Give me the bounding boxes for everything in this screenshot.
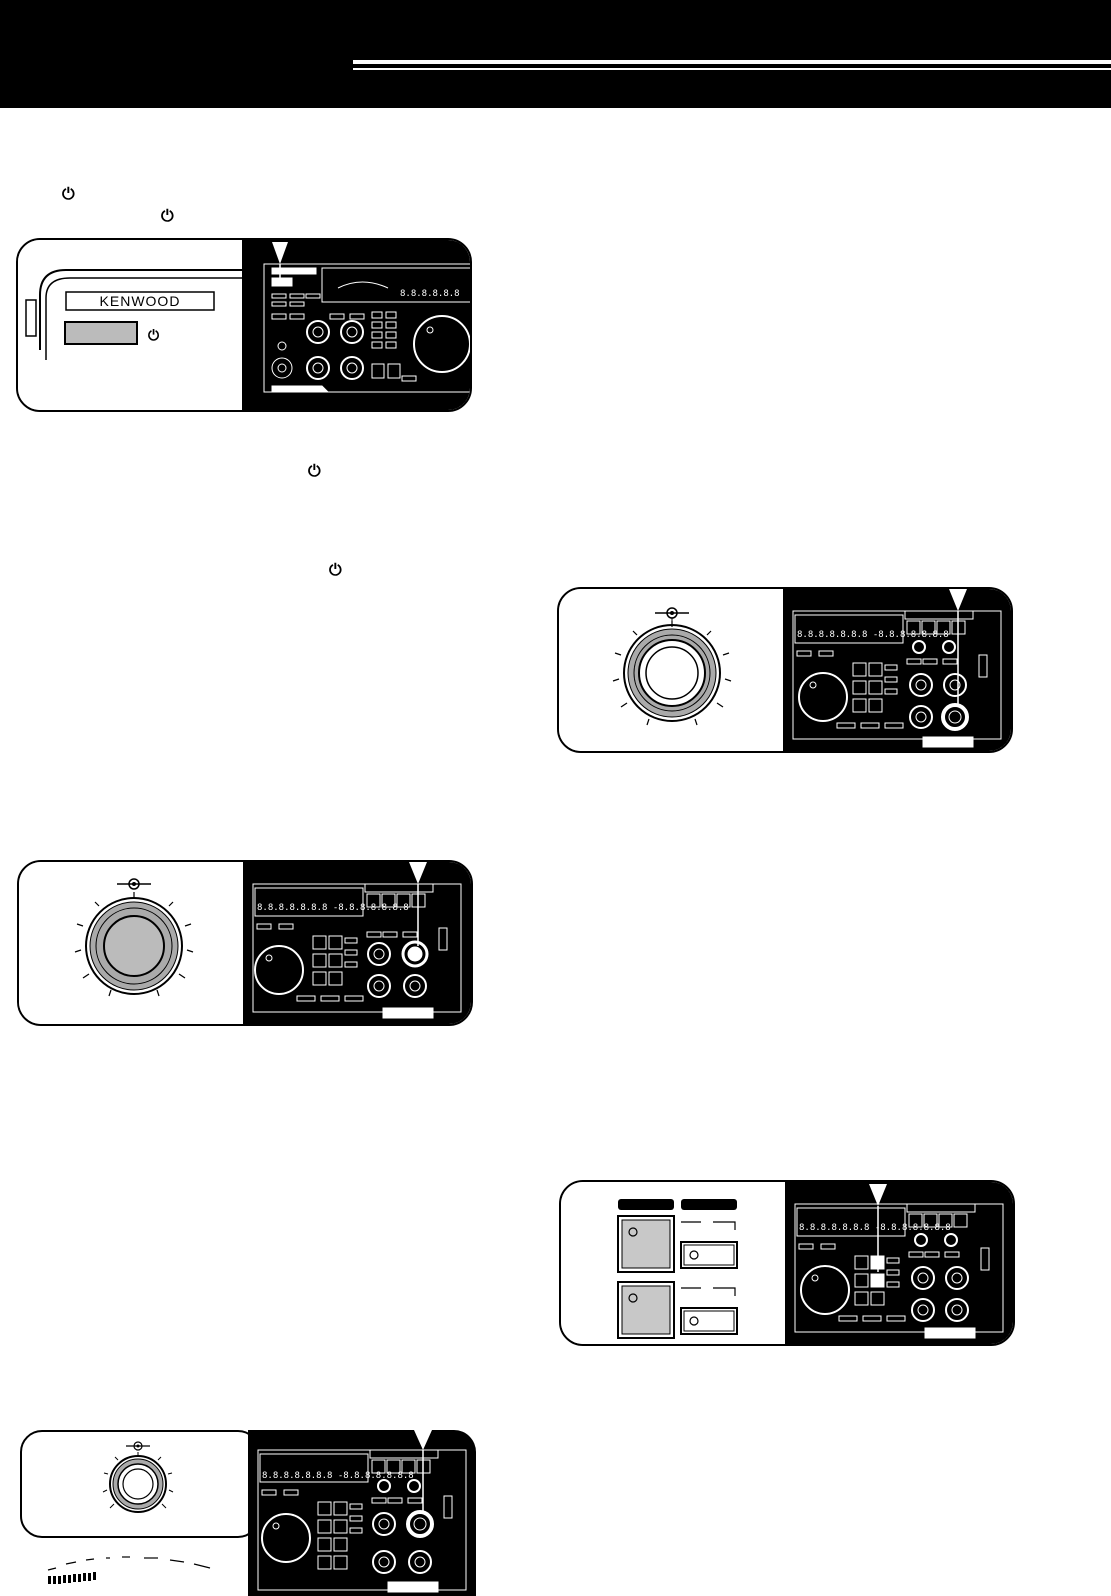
power-symbol-3: ⏻	[308, 461, 321, 480]
power-switch-symbol: ⏻	[148, 328, 159, 344]
header-rule-bottom	[353, 68, 1111, 70]
push-button-icon	[617, 1215, 738, 1339]
svg-text:8.8.8.8.8.8.8 -8.8.8.8.8.8.8: 8.8.8.8.8.8.8 -8.8.8.8.8.8.8	[797, 630, 949, 640]
transceiver-front-panel-3: 8.8.8.8.8.8.8 -8.8.8.8.8.8.8	[243, 862, 471, 1024]
header-rule-top	[353, 60, 1111, 64]
button-tag-left	[618, 1199, 674, 1210]
pointer-triangle-icon	[949, 589, 967, 611]
knob-meter-figure: 8.8.8.8.8.8.8 -8.8.8.8.8.8.8	[20, 1430, 476, 1596]
svg-text:8.8.8.8.8.8: 8.8.8.8.8.8	[400, 289, 460, 299]
led-indicator-icon	[689, 1316, 699, 1326]
knob-closeup-3	[20, 1430, 260, 1538]
s-meter-scale-icon	[47, 1556, 211, 1584]
buttons-figure: 8.8.8.8.8.8.8 -8.8.8.8.8.8.8	[559, 1180, 1015, 1346]
power-symbol-1: ⏻	[62, 184, 75, 203]
power-symbol-2: ⏻	[161, 206, 174, 225]
transceiver-front-panel-icon: 8.8.8.8.8.8.8 -8.8.8.8.8.8.8	[794, 1184, 1004, 1339]
page-header-band	[0, 0, 1111, 108]
knob-figure-2: 8.8.8.8.8.8.8 -8.8.8.8.8.8.8	[557, 587, 1013, 753]
rotary-knob-icon	[74, 878, 194, 997]
pointer-triangle-icon	[414, 1430, 432, 1450]
rotary-knob-icon	[612, 607, 732, 726]
knob-closeup-2	[559, 589, 787, 751]
knob-figure-1: 8.8.8.8.8.8.8 -8.8.8.8.8.8.8	[17, 860, 473, 1026]
pointer-triangle-icon	[869, 1184, 887, 1206]
power-switch-icon: ⏻	[25, 269, 246, 360]
transceiver-front-panel-4: 8.8.8.8.8.8.8 -8.8.8.8.8.8.8	[785, 1182, 1013, 1344]
svg-text:8.8.8.8.8.8.8 -8.8.8.8.8.8.8: 8.8.8.8.8.8.8 -8.8.8.8.8.8.8	[262, 1471, 414, 1481]
brand-label: KENWOOD	[99, 293, 181, 309]
transceiver-front-panel-5: 8.8.8.8.8.8.8 -8.8.8.8.8.8.8	[248, 1430, 476, 1596]
button-tag-right	[681, 1199, 737, 1210]
transceiver-front-panel-icon: 8.8.8.8.8.8.8 -8.8.8.8.8.8.8	[252, 862, 462, 1019]
power-switch-figure: ⏻ KENWOOD 8.8.8.8.8.8	[16, 238, 472, 412]
power-switch-closeup: ⏻ KENWOOD	[18, 240, 246, 410]
transceiver-front-panel-2: 8.8.8.8.8.8.8 -8.8.8.8.8.8.8	[783, 589, 1011, 751]
power-symbol-4: ⏻	[329, 560, 342, 579]
pointer-triangle-icon	[272, 242, 288, 264]
transceiver-front-panel-1: 8.8.8.8.8.8	[242, 240, 470, 410]
svg-text:8.8.8.8.8.8.8 -8.8.8.8.8.8.8: 8.8.8.8.8.8.8 -8.8.8.8.8.8.8	[799, 1223, 951, 1233]
svg-text:8.8.8.8.8.8.8 -8.8.8.8.8.8.8: 8.8.8.8.8.8.8 -8.8.8.8.8.8.8	[257, 903, 409, 913]
transceiver-front-panel-icon: 8.8.8.8.8.8	[263, 242, 470, 393]
buttons-closeup	[561, 1182, 789, 1344]
knob-closeup-1	[19, 862, 247, 1024]
pointer-triangle-icon	[409, 862, 427, 884]
rotary-knob-icon	[102, 1441, 174, 1513]
transceiver-front-panel-icon: 8.8.8.8.8.8.8 -8.8.8.8.8.8.8	[792, 589, 1002, 748]
transceiver-front-panel-icon: 8.8.8.8.8.8.8 -8.8.8.8.8.8.8	[257, 1430, 467, 1593]
